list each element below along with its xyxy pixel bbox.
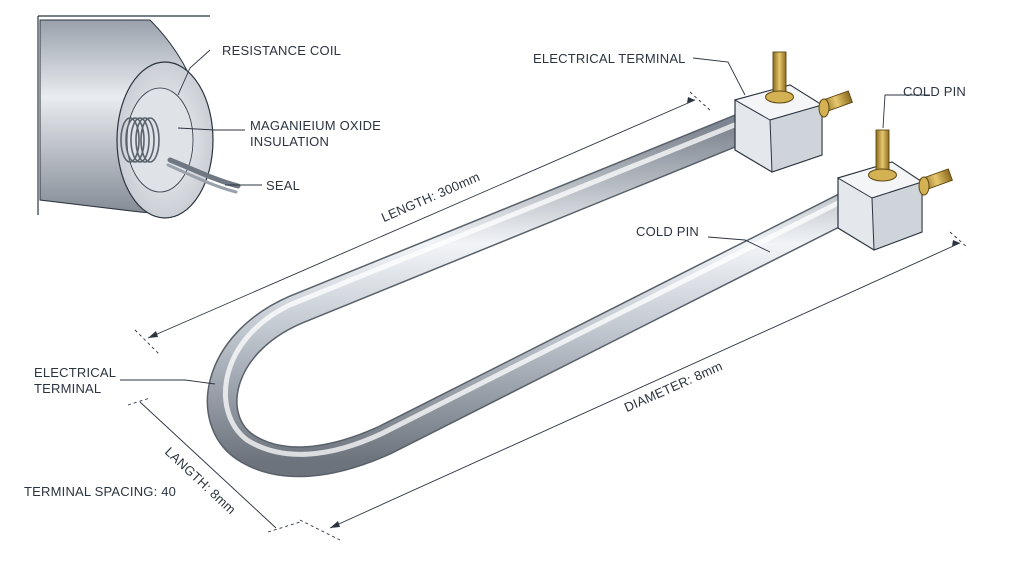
terminal-spacing-label: TERMINAL SPACING: 40 bbox=[24, 484, 177, 499]
electrical-terminal-left-label-line2: TERMINAL bbox=[34, 381, 102, 396]
insulation-label-line1: MAGANIEIUM OXIDE bbox=[250, 118, 382, 133]
resistance-coil-label: RESISTANCE COIL bbox=[222, 43, 342, 58]
dimension-lines bbox=[120, 57, 969, 541]
terminal-block-upper bbox=[733, 51, 853, 173]
cold-pin-mid-label: COLD PIN bbox=[636, 224, 700, 239]
terminal-block-lower bbox=[836, 129, 953, 251]
electrical-terminal-top-label: ELECTRICAL TERMINAL bbox=[533, 51, 686, 66]
seal-label: SEAL bbox=[266, 178, 301, 193]
electrical-terminal-left-label-line1: ELECTRICAL bbox=[34, 365, 117, 380]
resistance-coil-icon bbox=[120, 117, 160, 163]
heating-tube bbox=[206, 112, 857, 478]
insulation-label-line2: INSULATION bbox=[250, 134, 330, 149]
cold-pin-top-label: COLD PIN bbox=[903, 84, 967, 99]
dimension-arrowheads bbox=[148, 97, 960, 528]
cutaway-inset bbox=[37, 15, 262, 219]
